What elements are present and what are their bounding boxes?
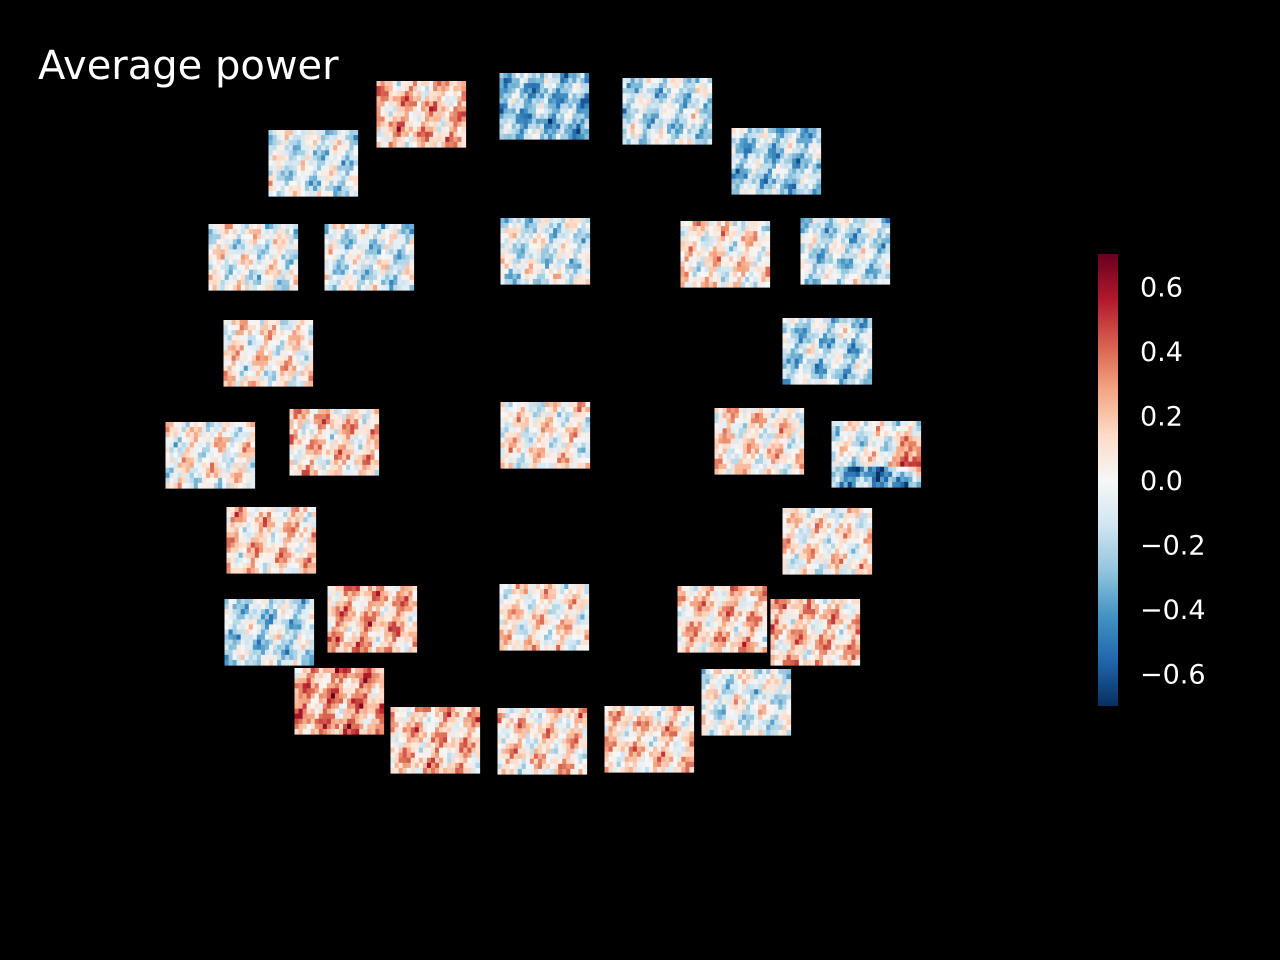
colorbar: 0.6 0.4 0.2 0.0 −0.2 −0.4 −0.6 bbox=[1098, 254, 1206, 706]
channel-tile bbox=[268, 130, 359, 197]
channel-tile bbox=[208, 224, 299, 291]
channel-tile bbox=[223, 320, 314, 387]
colorbar-tick-label: −0.4 bbox=[1140, 595, 1206, 626]
channel-tile bbox=[714, 408, 805, 475]
channel-tile bbox=[327, 586, 418, 653]
colorbar-tick-label: −0.6 bbox=[1140, 660, 1206, 691]
channel-tile bbox=[294, 668, 385, 735]
colorbar-tick-label: 0.4 bbox=[1140, 337, 1183, 368]
channel-tile bbox=[376, 81, 467, 148]
colorbar-tick-label: 0.6 bbox=[1140, 272, 1183, 303]
channel-tile bbox=[782, 508, 873, 575]
channel-tile bbox=[165, 422, 256, 489]
channel-tile bbox=[497, 708, 588, 775]
channel-tile bbox=[622, 78, 713, 145]
channel-tile bbox=[831, 421, 922, 488]
channel-tile bbox=[731, 128, 822, 195]
channel-tile bbox=[604, 706, 695, 773]
channel-tile bbox=[224, 599, 315, 666]
channel-tile bbox=[289, 409, 380, 476]
channel-tile bbox=[800, 218, 891, 285]
colorbar-tick-label: 0.0 bbox=[1140, 466, 1183, 497]
channel-tile bbox=[499, 73, 590, 140]
channel-tile bbox=[680, 221, 771, 288]
colorbar-tick-label: −0.2 bbox=[1140, 531, 1206, 562]
channel-tile bbox=[770, 599, 861, 666]
channel-tile bbox=[677, 586, 768, 653]
plot-title: Average power bbox=[38, 43, 339, 89]
channel-tile bbox=[500, 402, 591, 469]
channel-tile bbox=[499, 584, 590, 651]
channel-tile bbox=[390, 707, 481, 774]
channel-tile bbox=[782, 318, 873, 385]
channel-tile bbox=[701, 669, 792, 736]
channel-tile bbox=[500, 218, 591, 285]
channel-tile bbox=[226, 507, 317, 574]
channel-tile bbox=[324, 224, 415, 291]
colorbar-gradient bbox=[1098, 254, 1118, 706]
colorbar-tick-label: 0.2 bbox=[1140, 401, 1183, 432]
